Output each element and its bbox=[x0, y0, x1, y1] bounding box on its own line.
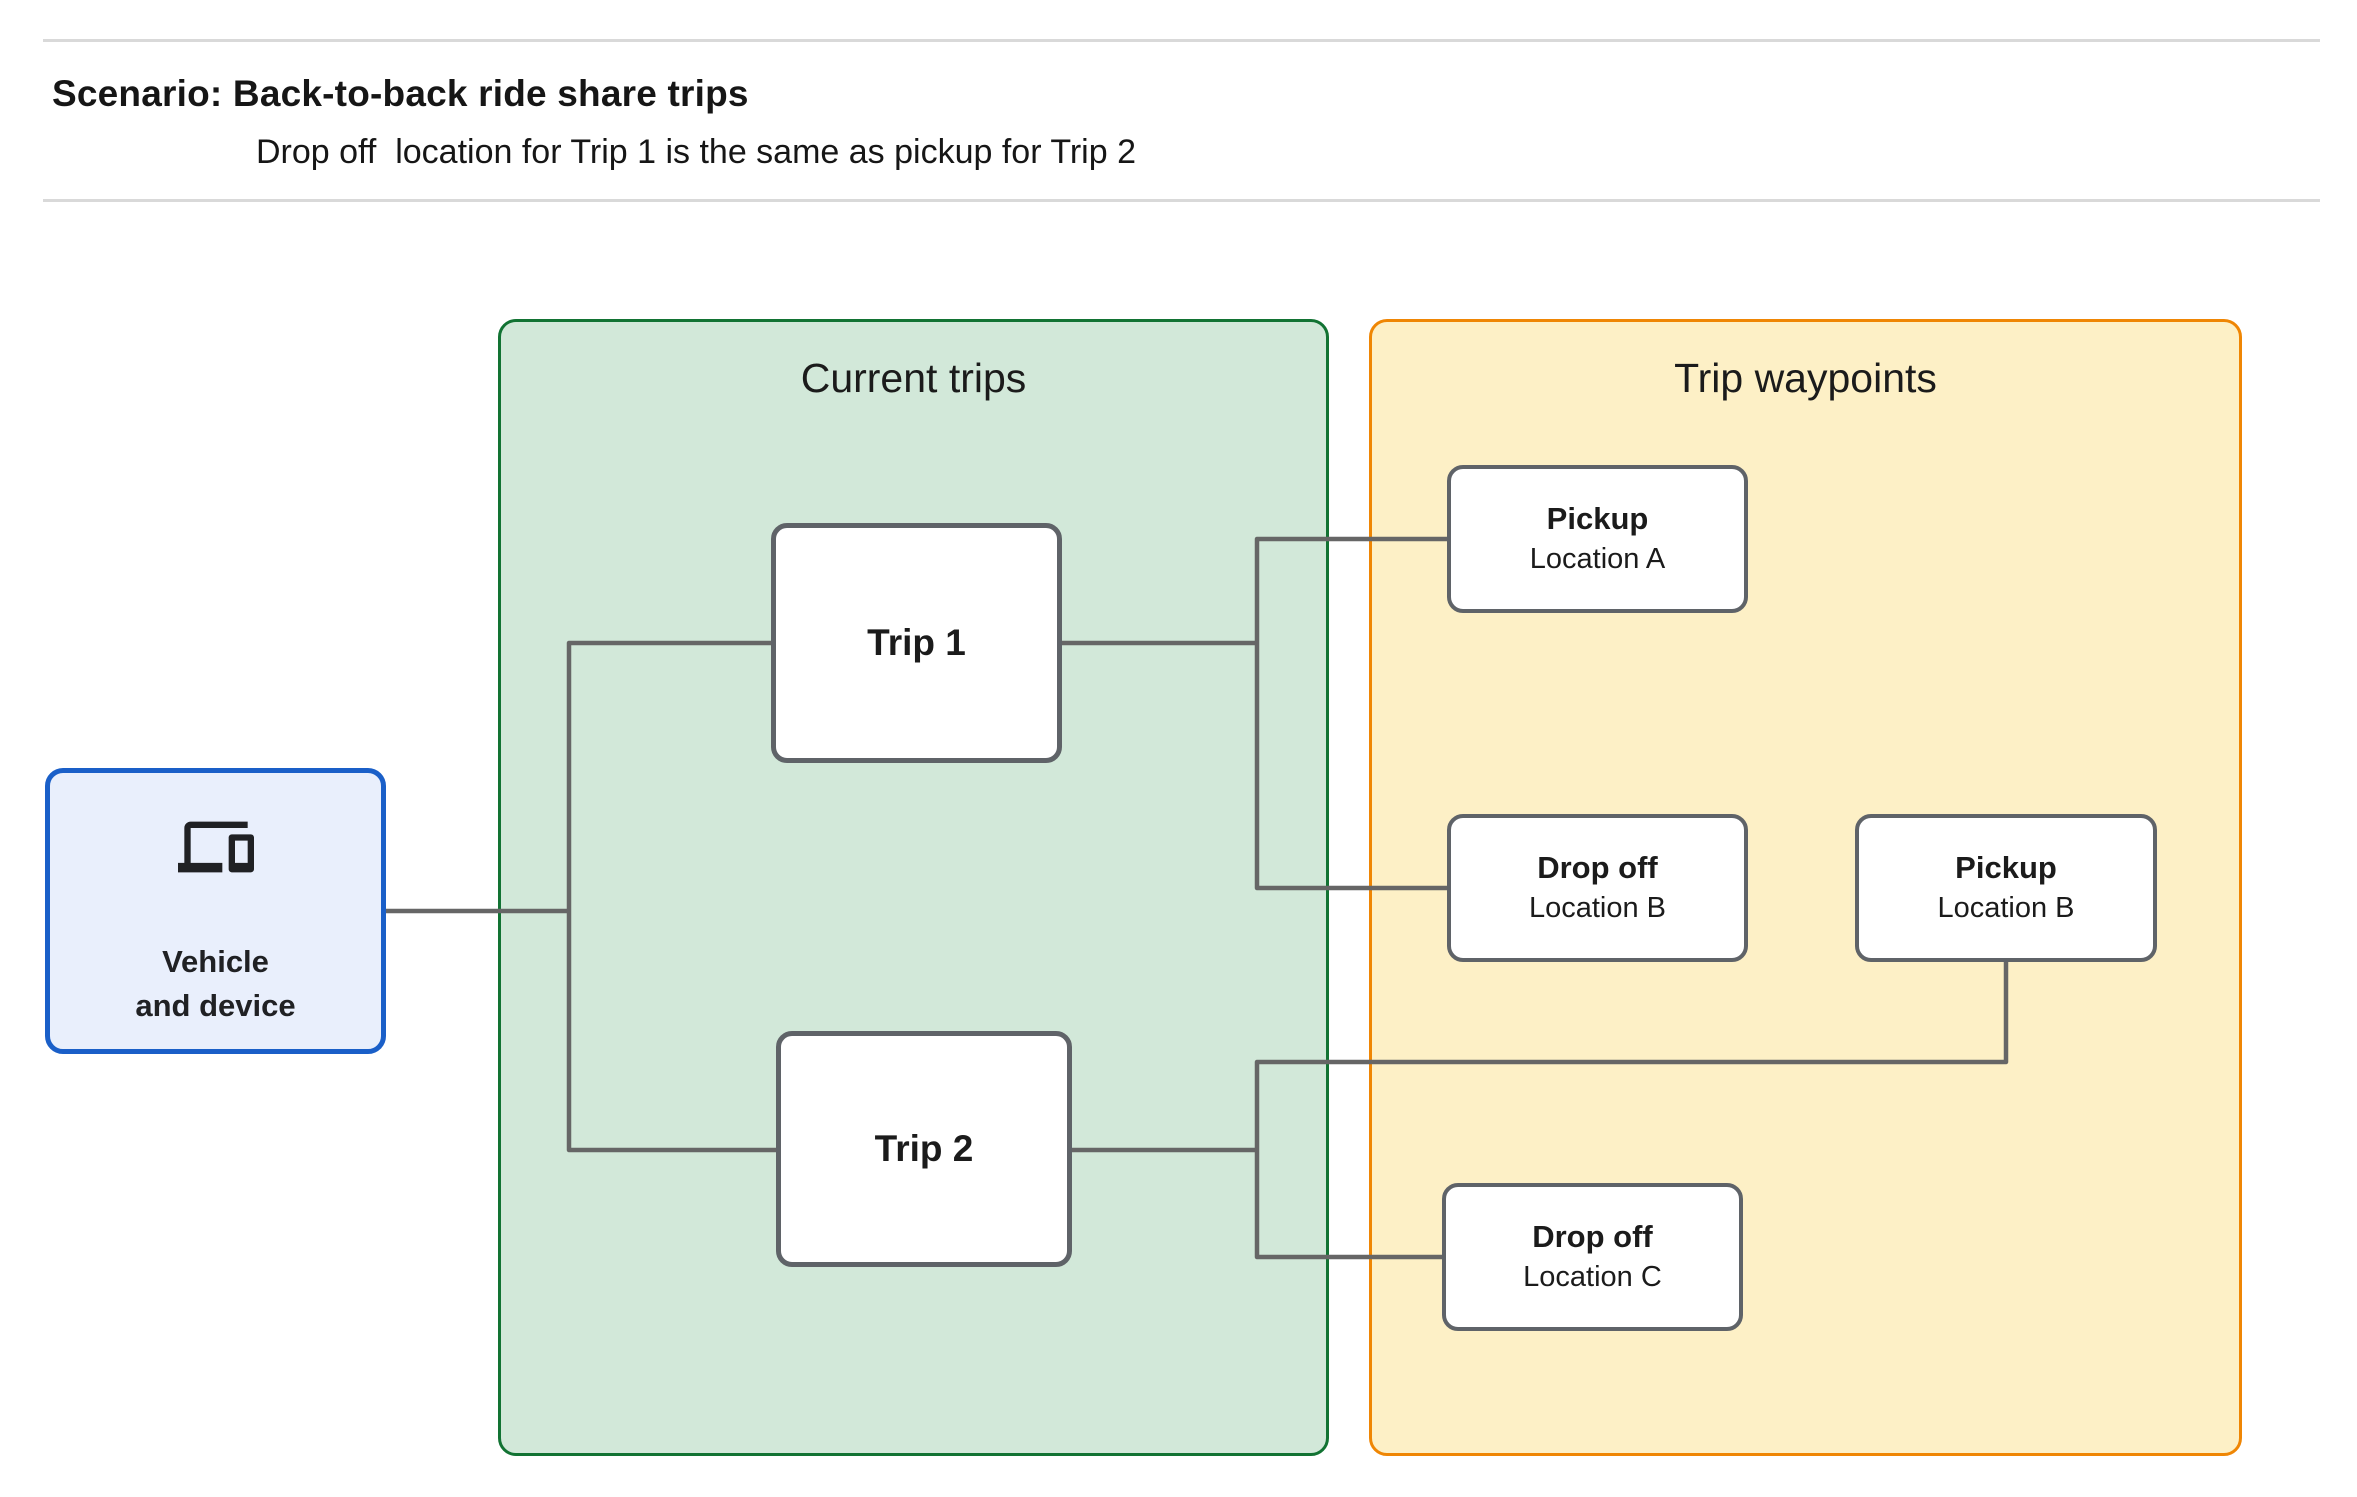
waypoint-dropoff-location-c: Drop off Location C bbox=[1442, 1183, 1743, 1331]
panel-trip-waypoints-title: Trip waypoints bbox=[1674, 355, 1937, 401]
header-divider-bottom bbox=[43, 199, 2320, 202]
waypoint-pickup-location-a: Pickup Location A bbox=[1447, 465, 1748, 613]
trip-1-box: Trip 1 bbox=[771, 523, 1062, 763]
vehicle-box: Vehicle and device bbox=[45, 768, 386, 1054]
connector-trip1-waypoints bbox=[1254, 536, 1450, 891]
connector-trunk-trips bbox=[566, 640, 780, 1153]
devices-icon bbox=[177, 821, 254, 873]
trip-2-box: Trip 2 bbox=[776, 1031, 1072, 1267]
vehicle-label-line2: and device bbox=[135, 987, 296, 1023]
connector-trip2-waypoints bbox=[1254, 960, 2009, 1260]
trip-2-label: Trip 2 bbox=[874, 1128, 974, 1169]
waypoint-title: Drop off bbox=[1537, 850, 1658, 886]
vehicle-label-line1: Vehicle bbox=[162, 944, 269, 980]
page-title: Scenario: Back-to-back ride share trips bbox=[52, 73, 749, 114]
waypoint-dropoff-location-b: Drop off Location B bbox=[1447, 814, 1748, 962]
waypoint-location: Location B bbox=[1528, 892, 1667, 925]
header-divider-top bbox=[43, 39, 2320, 42]
waypoint-location: Location A bbox=[1529, 543, 1666, 576]
trip-1-label: Trip 1 bbox=[867, 622, 966, 663]
panel-current-trips-title: Current trips bbox=[800, 355, 1027, 401]
waypoint-pickup-location-b: Pickup Location B bbox=[1855, 814, 2157, 962]
vehicle-label: Vehicle and device bbox=[50, 940, 381, 1027]
waypoint-title: Pickup bbox=[1546, 501, 1649, 537]
waypoint-location: Location C bbox=[1523, 1261, 1662, 1294]
waypoint-title: Drop off bbox=[1532, 1219, 1653, 1255]
page-subtitle: Drop off location for Trip 1 is the same… bbox=[256, 133, 1136, 171]
waypoint-title: Pickup bbox=[1955, 850, 2057, 886]
waypoint-location: Location B bbox=[1937, 892, 2075, 925]
